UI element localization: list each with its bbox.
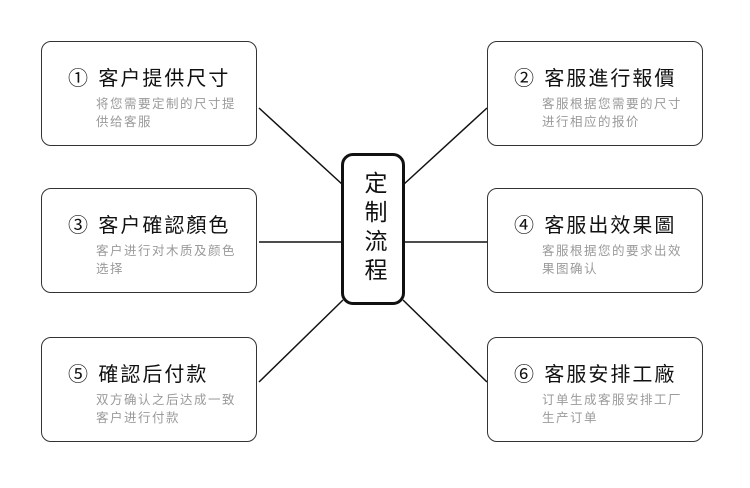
step-title: ① 客户提供尺寸: [68, 66, 231, 90]
step-4-box: ④ 客服出效果圖 客服根据您的要求出效果图确认: [487, 188, 703, 293]
step-desc: 订单生成客服安排工厂生产订单: [542, 392, 683, 425]
step-3-box: ③ 客户確認顏色 客户进行对木质及颜色选择: [41, 188, 257, 293]
step-title: ④ 客服出效果圖: [514, 213, 677, 237]
step-title: ② 客服進行報價: [514, 66, 677, 90]
step-desc: 客服根据您的要求出效果图确认: [542, 243, 683, 276]
step-title: ⑥ 客服安排工廠: [514, 362, 677, 386]
step-5-box: ⑤ 確認后付款 双方确认之后达成一致 客户进行付款: [41, 337, 257, 442]
connector-step-1: [258, 107, 344, 186]
step-desc: 客服根据您需要的尺寸进行相应的报价: [542, 96, 683, 129]
connector-step-5: [258, 299, 344, 383]
center-node: 定制流程: [341, 153, 405, 305]
step-title: ③ 客户確認顏色: [68, 213, 231, 237]
step-2-box: ② 客服進行報價 客服根据您需要的尺寸进行相应的报价: [487, 41, 703, 146]
step-1-box: ① 客户提供尺寸 将您需要定制的尺寸提供给客服: [41, 41, 257, 146]
step-title: ⑤ 確認后付款: [68, 362, 209, 386]
connector-step-6: [402, 299, 488, 383]
step-desc: 双方确认之后达成一致 客户进行付款: [96, 392, 237, 425]
step-desc: 将您需要定制的尺寸提供给客服: [96, 96, 237, 129]
connector-step-2: [402, 107, 488, 186]
step-6-box: ⑥ 客服安排工廠 订单生成客服安排工厂生产订单: [487, 337, 703, 442]
center-label: 定制流程: [360, 171, 386, 287]
step-desc: 客户进行对木质及颜色选择: [96, 243, 237, 276]
